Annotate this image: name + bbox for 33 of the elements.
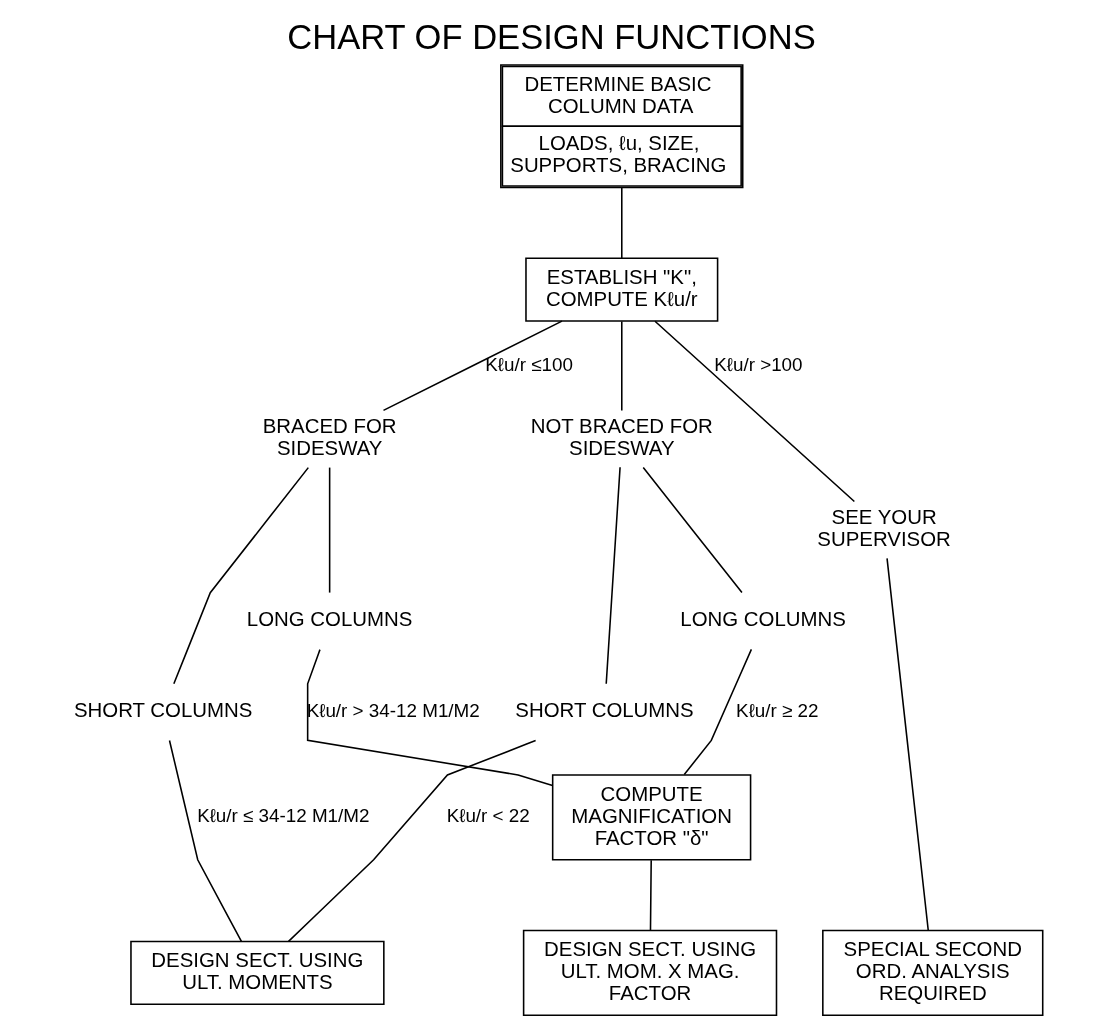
connector <box>382 320 563 412</box>
node-text: NOT BRACED FOR SIDESWAY <box>530 415 713 460</box>
node-box: DESIGN SECT. USING ULT. MOM. X MAG. FACTOR <box>522 929 777 1017</box>
connector <box>620 187 623 259</box>
diagram-title: CHART OF DESIGN FUNCTIONS <box>286 17 816 56</box>
connector <box>328 466 330 594</box>
node-text: SHORT COLUMNS <box>73 699 252 722</box>
edge-label: Kℓu/r ≤ 34-12 M1/M2 <box>196 805 369 827</box>
connector <box>885 557 929 931</box>
node-text: SHORT COLUMNS <box>514 699 694 722</box>
node-box: DESIGN SECT. USING ULT. MOMENTS <box>129 940 385 1006</box>
connector <box>620 320 623 412</box>
edge-label: Kℓu/r ≥ 22 <box>735 699 818 721</box>
connector <box>649 859 652 931</box>
node-box: ESTABLISH "K", COMPUTE Kℓu/r <box>524 257 718 322</box>
node-text: LONG COLUMNS <box>679 608 846 631</box>
edge-label: Kℓu/r < 22 <box>446 805 530 827</box>
connector <box>604 466 621 685</box>
connector <box>287 739 536 943</box>
node-text: LONG COLUMNS <box>246 608 412 631</box>
connector <box>683 648 752 776</box>
connector <box>172 466 309 685</box>
connector <box>641 466 743 594</box>
connector <box>306 648 553 787</box>
edge-label: Kℓu/r > 34-12 M1/M2 <box>306 699 480 721</box>
node-text: BRACED FOR SIDESWAY <box>262 415 397 460</box>
node-box: SPECIAL SECOND ORD. ANALYSIS REQUIRED <box>821 929 1043 1017</box>
edge-label: Kℓu/r ≤100 <box>484 353 573 375</box>
edge-label: Kℓu/r >100 <box>713 353 803 375</box>
connector <box>168 739 242 943</box>
node-box: COMPUTE MAGNIFICATION FACTOR "δ" <box>551 774 751 861</box>
connector <box>653 320 855 503</box>
node-text: SEE YOUR SUPERVISOR <box>816 506 951 551</box>
